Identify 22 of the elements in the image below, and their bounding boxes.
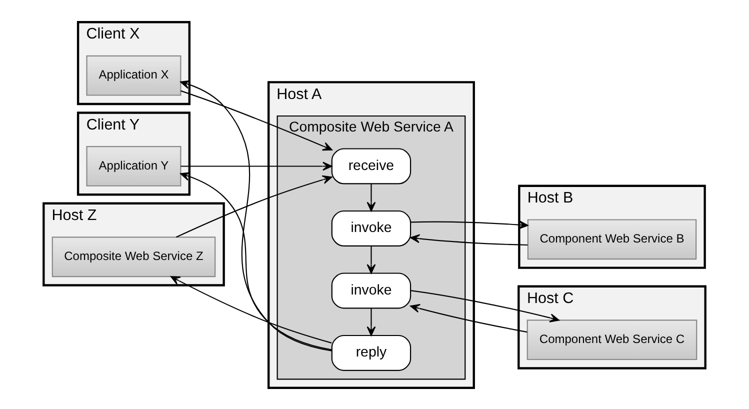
arrow <box>366 308 376 336</box>
arrow <box>366 245 376 274</box>
node-box: Component Web Service C <box>526 319 698 360</box>
arrow <box>180 172 332 350</box>
node-box: Component Web Service B <box>527 218 697 260</box>
arrow <box>176 174 332 238</box>
node-box: Application X <box>86 54 182 96</box>
arrow <box>410 220 528 229</box>
arrow <box>366 183 376 212</box>
node-box: invoke <box>331 210 412 246</box>
node-box: Composite Web Service Z <box>52 236 216 277</box>
node-box: reply <box>331 334 412 370</box>
arrow <box>170 276 332 343</box>
arrow <box>180 161 332 170</box>
arrow <box>180 80 332 351</box>
arrow <box>410 304 528 332</box>
arrow <box>410 290 560 322</box>
node-box: receive <box>331 148 412 184</box>
arrow <box>180 90 332 150</box>
arrow <box>410 234 528 246</box>
node-box: Application Y <box>86 146 182 186</box>
node-box: invoke <box>331 272 412 308</box>
